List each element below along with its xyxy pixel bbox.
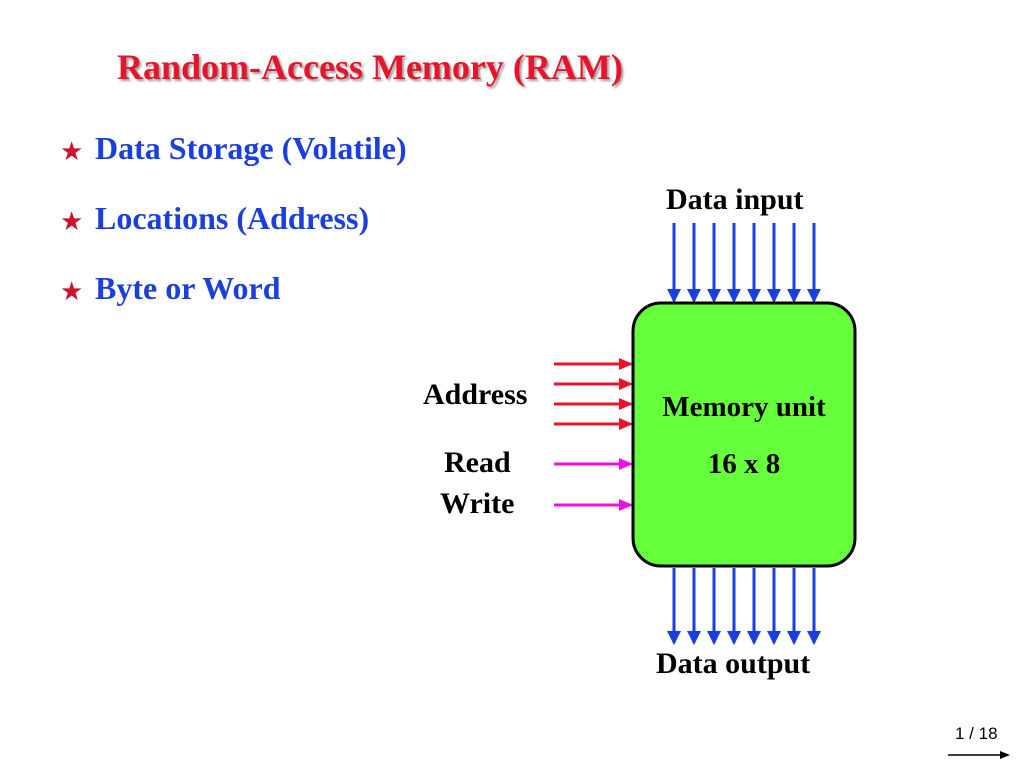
page-number: 1 / 18 <box>955 724 998 743</box>
slide-title: Random-Access Memory (RAM) <box>117 47 623 87</box>
star-icon: ★ <box>60 277 84 306</box>
read-label: Read <box>444 446 511 479</box>
bullet-text: Locations (Address) <box>95 200 370 236</box>
star-icon: ★ <box>60 137 84 166</box>
memory-size-label: 16 x 8 <box>708 448 781 480</box>
address-lines <box>554 358 633 430</box>
address-label: Address <box>423 378 528 411</box>
write-label: Write <box>440 487 515 520</box>
memory-unit-label: Memory unit <box>662 391 826 423</box>
next-arrow-icon[interactable] <box>948 748 1014 762</box>
bullet-text: Data Storage (Volatile) <box>95 130 407 166</box>
memory-unit-block <box>631 301 857 568</box>
data-input-lines <box>667 223 821 303</box>
data-output-label: Data output <box>656 647 811 680</box>
bullet-text: Byte or Word <box>95 270 281 306</box>
data-output-lines <box>667 568 821 645</box>
data-input-label: Data input <box>666 183 804 216</box>
star-icon: ★ <box>60 207 84 236</box>
